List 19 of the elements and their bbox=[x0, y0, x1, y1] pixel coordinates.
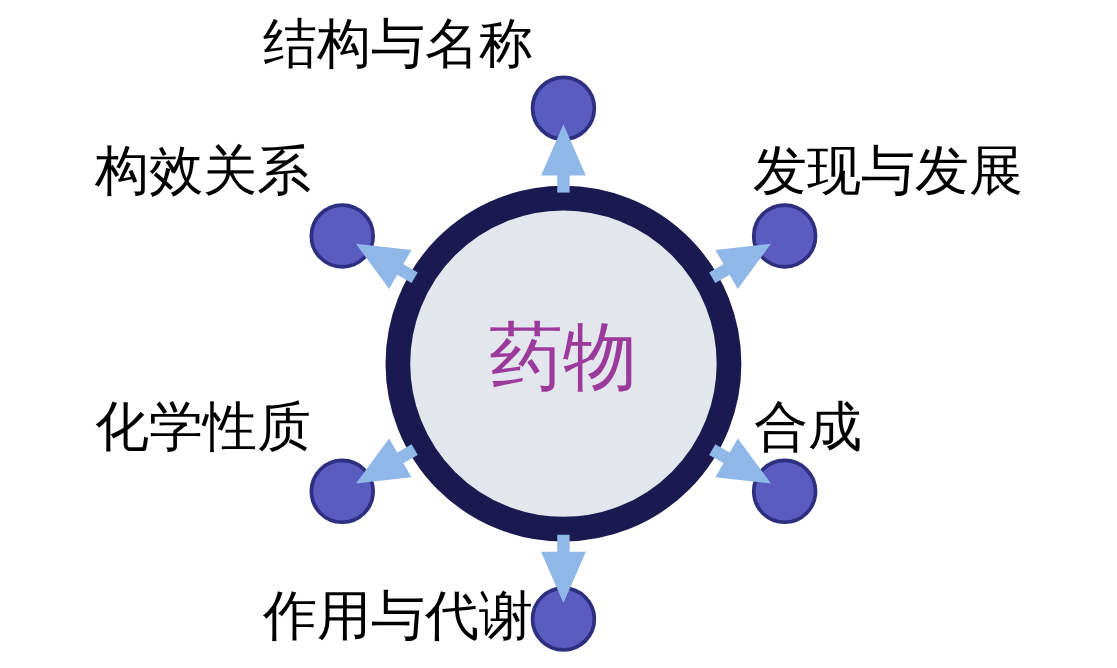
node-circle bbox=[751, 203, 818, 269]
arrow bbox=[541, 124, 586, 193]
node-circle bbox=[530, 586, 597, 652]
node-label: 构效关系 bbox=[94, 139, 311, 203]
node-circle bbox=[309, 203, 375, 269]
node-circle bbox=[751, 458, 818, 525]
node-label: 结构与名称 bbox=[262, 11, 533, 75]
node-circle bbox=[530, 75, 597, 141]
node-label: 合成 bbox=[754, 394, 863, 458]
arrow bbox=[355, 243, 418, 289]
arrow bbox=[355, 438, 418, 484]
arrow bbox=[541, 534, 586, 603]
node-label: 化学性质 bbox=[94, 394, 311, 458]
node-circle bbox=[309, 458, 375, 525]
arrow bbox=[709, 438, 771, 484]
node-label: 作用与代谢 bbox=[262, 584, 533, 648]
node-label: 发现与发展 bbox=[753, 139, 1024, 203]
arrow bbox=[709, 243, 771, 289]
node-circle: 药物 bbox=[385, 185, 742, 542]
